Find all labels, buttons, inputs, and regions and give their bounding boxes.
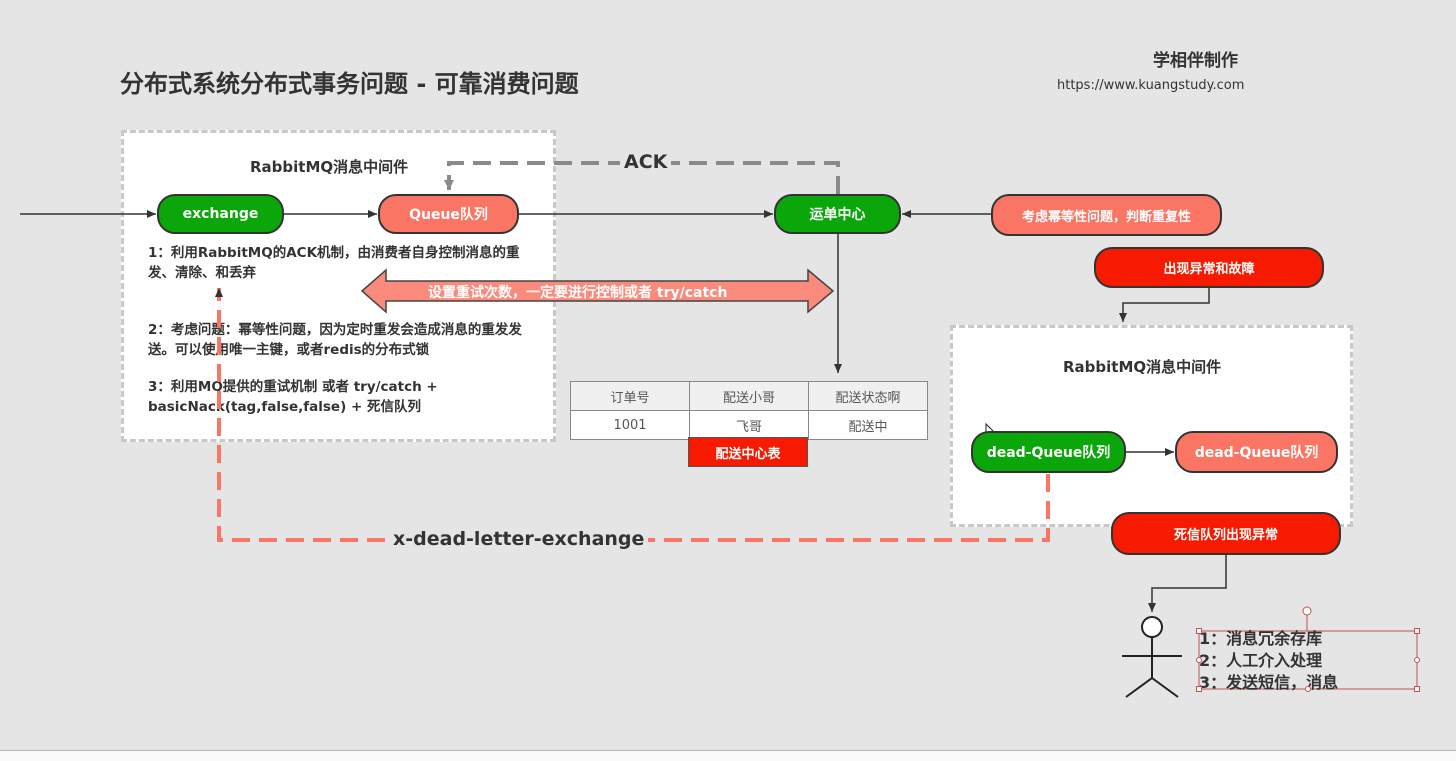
dead-queue-node-2[interactable]: dead-Queue队列 [1175, 431, 1338, 473]
person-icon [1122, 616, 1182, 698]
retry-double-arrow [360, 268, 835, 314]
table-cell: 1001 [570, 410, 690, 440]
table-header-cell: 配送状态啊 [808, 381, 928, 411]
dead-letter-connector [215, 288, 1050, 542]
resize-handle[interactable] [1414, 628, 1420, 634]
exchange-node[interactable]: exchange [157, 194, 284, 234]
brand-name: 学相伴制作 [1153, 51, 1238, 71]
resize-handle[interactable] [1414, 657, 1420, 663]
table-header-cell: 配送小哥 [689, 381, 809, 411]
table-cell: 飞哥 [689, 410, 809, 440]
ack-label: ACK [620, 151, 672, 173]
note-ack-mechanism: 1：利用RabbitMQ的ACK机制，由消费者自身控制消息的重发、清除、和丢弃 [148, 245, 520, 281]
table-caption: 配送中心表 [688, 437, 808, 467]
handling-item: 2：人工介入处理 [1199, 651, 1323, 670]
canvas-bottom-edge [0, 750, 1456, 761]
idempotency-node[interactable]: 考虑幂等性问题，判断重复性 [991, 194, 1222, 236]
dispatch-table: 订单号 配送小哥 配送状态啊 1001 飞哥 配送中 [570, 381, 928, 440]
dead-letter-label: x-dead-letter-exchange [389, 528, 649, 550]
dead-queue-node-1[interactable]: dead-Queue队列 [971, 431, 1126, 473]
resize-handle[interactable] [1196, 686, 1202, 692]
exception-to-dlq-arrow [1119, 288, 1210, 322]
handling-list[interactable]: 1：消息冗余存库 2：人工介入处理 3：发送短信，消息 [1199, 628, 1338, 694]
resize-handle[interactable] [1196, 657, 1202, 663]
table-header-cell: 订单号 [570, 381, 690, 411]
dead-exception-node[interactable]: 死信队列出现异常 [1111, 512, 1341, 555]
rotate-handle [1302, 606, 1312, 616]
left-panel-title: RabbitMQ消息中间件 [250, 158, 409, 176]
resize-handle[interactable] [1196, 628, 1202, 634]
queue-node[interactable]: Queue队列 [378, 194, 519, 234]
page-title: 分布式系统分布式事务问题 - 可靠消费问题 [120, 70, 579, 98]
table-row: 1001 飞哥 配送中 [570, 410, 928, 440]
dispatch-center-node[interactable]: 运单中心 [774, 194, 901, 234]
retry-label: 设置重试次数，一定要进行控制或者 try/catch [428, 285, 728, 301]
exception-node[interactable]: 出现异常和故障 [1094, 247, 1324, 288]
brand-url: https://www.kuangstudy.com [1057, 78, 1245, 93]
table-header-row: 订单号 配送小哥 配送状态啊 [570, 381, 928, 411]
resize-handle[interactable] [1414, 686, 1420, 692]
handling-item: 1：消息冗余存库 [1199, 629, 1323, 648]
right-panel [950, 325, 1353, 527]
dead-exception-to-person-arrow [1148, 555, 1227, 612]
right-panel-title: RabbitMQ消息中间件 [1063, 358, 1222, 376]
table-cell: 配送中 [808, 410, 928, 440]
resize-handle[interactable] [1305, 686, 1311, 692]
handling-item: 3：发送短信，消息 [1199, 673, 1339, 692]
